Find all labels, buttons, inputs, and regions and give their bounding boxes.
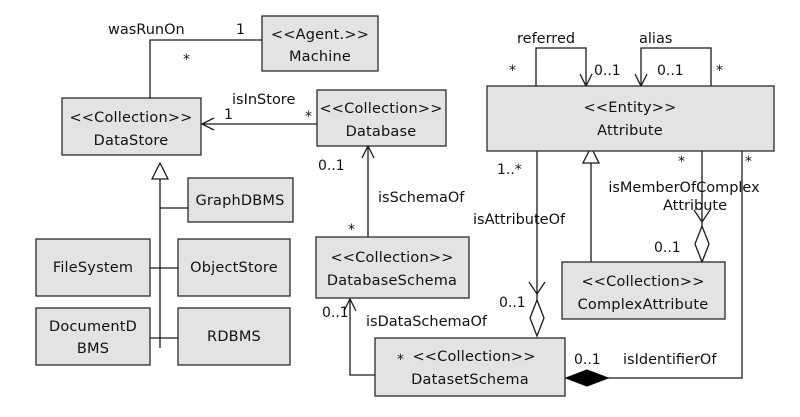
generalization-attribute: [581, 145, 601, 262]
class-attribute-stereotype: <<Entity>>: [584, 100, 677, 116]
edge-isschemaof-target-mult: 0..1: [318, 158, 345, 174]
class-database-stereotype: <<Collection>>: [319, 101, 442, 117]
edge-isdataschemaof-label: isDataSchemaOf: [366, 314, 488, 330]
class-datasetschema-name: DatasetSchema: [411, 372, 529, 388]
edge-wasrunon-line: [149, 39, 262, 98]
class-documentdbms[interactable]: DocumentD BMS: [35, 307, 151, 366]
class-rdbms-box: [177, 307, 291, 366]
edge-isidentifierof-source-mult: *: [745, 154, 752, 170]
class-attribute-box: [486, 85, 775, 152]
edge-isidentifierof-label: isIdentifierOf: [623, 352, 717, 368]
class-datasetschema-stereotype: <<Collection>>: [412, 349, 535, 365]
edge-isidentifierof-diamond: [564, 369, 610, 387]
class-rdbms[interactable]: RDBMS: [177, 307, 291, 366]
edge-isinstore-target-mult: 1: [224, 107, 233, 123]
class-documentdbms-box: [35, 307, 151, 366]
edge-isschemaof-source-mult: *: [348, 222, 355, 238]
edge-wasrunon-source-mult: *: [183, 52, 190, 68]
class-rdbms-name: RDBMS: [207, 329, 261, 345]
edge-alias-line: [640, 47, 712, 86]
edge-alias-source-mult: 0..1: [657, 63, 684, 79]
edge-isdataschemaof-arrowhead: [343, 297, 357, 312]
generalization-triangle: [150, 161, 170, 180]
edge-isinstore-arrowhead: [200, 117, 215, 131]
class-database-name: Database: [346, 124, 417, 140]
class-machine-name: Machine: [289, 49, 351, 65]
edge-referred: [535, 47, 593, 88]
edge-isattributeof-arrowhead: [528, 281, 546, 296]
edge-isattributeof-source-mult: 1..*: [497, 162, 522, 178]
class-filesystem-name: FileSystem: [53, 260, 133, 276]
edge-ismemberofcomplex-diamond: [694, 224, 710, 264]
class-datastore[interactable]: <<Collection>> DataStore: [61, 97, 202, 156]
edge-alias-label: alias: [639, 31, 672, 47]
class-complexattribute-stereotype: <<Collection>>: [581, 274, 704, 290]
class-datasetschema-box: [374, 337, 566, 397]
edge-referred-label: referred: [517, 31, 575, 47]
class-documentdbms-line1: DocumentD: [49, 319, 137, 335]
edge-isdataschemaof: [343, 297, 375, 376]
edge-wasrunon-target-mult: 1: [236, 22, 245, 38]
edge-isattributeof-target-mult: 0..1: [499, 295, 526, 311]
edge-referred-source-mult: *: [509, 63, 516, 79]
edge-isidentifierof-line: [608, 151, 743, 379]
generalization-datastore: [150, 161, 188, 348]
class-attribute-name: Attribute: [597, 123, 663, 139]
class-filesystem[interactable]: FileSystem: [35, 238, 151, 297]
edge-ismemberofcomplex-source-mult: *: [678, 154, 685, 170]
edge-ismemberofcomplex-label-line2: Attribute: [663, 198, 727, 214]
edge-isinstore-label: isInStore: [232, 92, 295, 108]
class-graphdbms-box: [187, 177, 294, 223]
edge-referred-line: [535, 47, 587, 86]
edge-wasrunon: [149, 39, 262, 98]
class-datastore-box: [61, 97, 202, 156]
class-graphdbms-name: GraphDBMS: [195, 193, 284, 209]
edge-isinstore-source-mult: *: [305, 109, 312, 125]
edge-ismemberofcomplex-target-mult: 0..1: [654, 240, 681, 256]
edge-isdataschemaof-line: [349, 299, 375, 376]
class-machine-box: [261, 15, 379, 72]
edge-isidentifierof-target-mult: 0..1: [574, 352, 601, 368]
edge-isidentifierof: [564, 151, 743, 387]
class-complexattribute-box: [561, 261, 726, 320]
edge-isinstore: [200, 117, 317, 131]
class-databaseschema[interactable]: <<Collection>> DatabaseSchema: [315, 236, 470, 299]
class-complexattribute-name: ComplexAttribute: [578, 297, 709, 313]
edge-ismemberofcomplex-label-line1: isMemberOfComplex: [608, 180, 760, 196]
class-datastore-stereotype: <<Collection>>: [69, 110, 192, 126]
edge-alias-target-mult: *: [716, 63, 723, 79]
class-objectstore-box: [177, 238, 291, 297]
edge-wasrunon-label: wasRunOn: [108, 22, 185, 38]
class-machine-stereotype: <<Agent.>>: [271, 27, 369, 43]
edge-ismemberofcomplex-arrowhead: [693, 209, 711, 224]
edge-isschemaof-label: isSchemaOf: [378, 190, 465, 206]
class-documentdbms-line2: BMS: [77, 341, 109, 357]
edge-isschemaof: [361, 144, 375, 237]
class-datasetschema[interactable]: <<Collection>> DatasetSchema: [374, 337, 566, 397]
class-graphdbms[interactable]: GraphDBMS: [187, 177, 294, 223]
edge-referred-target-mult: 0..1: [594, 63, 621, 79]
class-filesystem-box: [35, 238, 151, 297]
class-objectstore-name: ObjectStore: [190, 260, 278, 276]
edge-isdataschemaof-target-mult: 0..1: [322, 305, 349, 321]
class-complexattribute[interactable]: <<Collection>> ComplexAttribute: [561, 261, 726, 320]
class-machine[interactable]: <<Agent.>> Machine: [261, 15, 379, 72]
generalization-complex-triangle: [581, 145, 601, 164]
class-databaseschema-stereotype: <<Collection>>: [330, 250, 453, 266]
class-databaseschema-box: [315, 236, 470, 299]
class-datastore-name: DataStore: [94, 133, 169, 149]
edge-isattributeof: [528, 151, 546, 338]
class-attribute[interactable]: <<Entity>> Attribute: [486, 85, 775, 152]
class-database[interactable]: <<Collection>> Database: [316, 89, 447, 147]
edge-isattributeof-diamond: [529, 298, 545, 338]
edge-isdataschemaof-source-mult: *: [397, 352, 404, 368]
edge-isattributeof-label: isAttributeOf: [473, 212, 566, 228]
class-objectstore[interactable]: ObjectStore: [177, 238, 291, 297]
class-databaseschema-name: DatabaseSchema: [327, 273, 457, 289]
class-database-box: [316, 89, 447, 147]
